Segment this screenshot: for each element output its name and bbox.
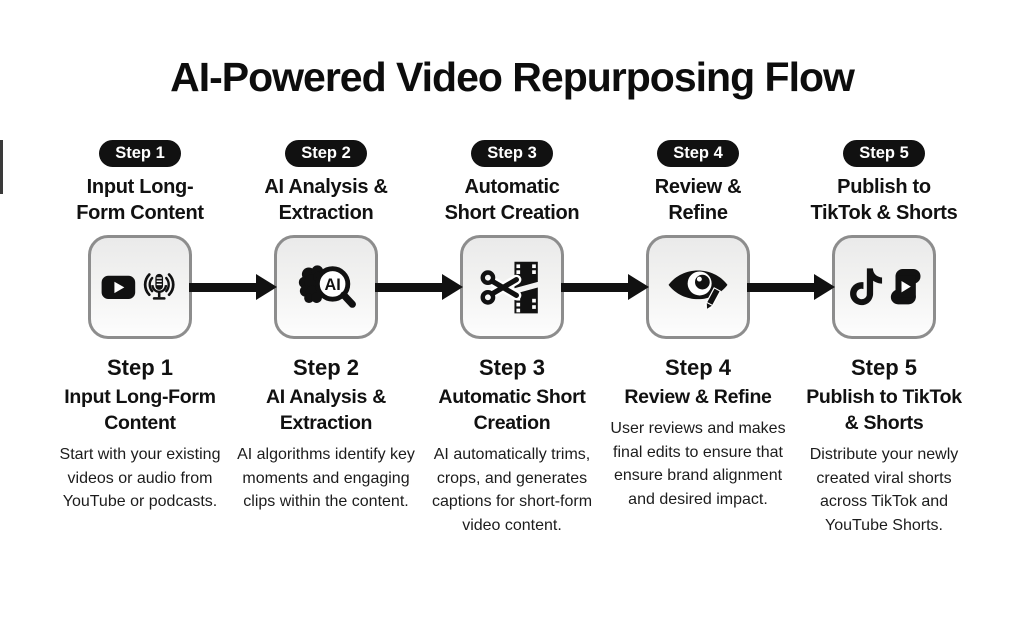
step-1-label: Step 1 — [106, 355, 174, 380]
step-column-3: Step 3 Automatic Short Creation — [419, 140, 605, 537]
step-5-icon-box — [832, 235, 936, 339]
page-title: AI-Powered Video Repurposing Flow — [170, 54, 855, 100]
svg-text:AI: AI — [324, 275, 340, 293]
step-4-top-heading: Review & Refine — [654, 176, 742, 224]
flow-arrow-4-icon — [747, 274, 835, 300]
step-1-description: Start with your existing videos or audio… — [59, 446, 221, 510]
step-3-badge: Step 3 — [471, 140, 553, 167]
youtube-podcast-icon — [101, 273, 175, 300]
step-1-top-heading: Input Long- Form Content — [76, 176, 204, 224]
scissors-film-icon — [480, 261, 538, 313]
step-3-top-heading: Automatic Short Creation — [444, 176, 580, 224]
eye-pencil-icon — [668, 270, 728, 310]
step-5-description: Distribute your newly created viral shor… — [809, 446, 959, 534]
tiktok-shorts-icon — [850, 268, 921, 306]
step-5-bottom-heading: Publish to TikTok & Shorts — [806, 386, 962, 434]
step-4-bottom-heading: Review & Refine — [624, 386, 772, 408]
step-1-icon-box — [88, 235, 192, 339]
flow-arrow-1-icon — [189, 274, 277, 300]
step-2-bottom-heading: AI Analysis & Extraction — [265, 386, 386, 434]
step-4-badge: Step 4 — [657, 140, 739, 167]
step-3-label: Step 3 — [478, 355, 546, 380]
step-2-icon-box: AI — [274, 235, 378, 339]
step-5-badge: Step 5 — [843, 140, 925, 167]
step-column-4: Step 4 Review & Refine Step 4 Review & R… — [605, 140, 791, 537]
step-2-label: Step 2 — [292, 355, 360, 380]
step-1-badge: Step 1 — [99, 140, 181, 167]
flow-arrow-2-icon — [375, 274, 463, 300]
step-column-1: Step 1 Input Long- Form Content S — [47, 140, 233, 537]
step-2-description: AI algorithms identify key moments and e… — [237, 446, 415, 510]
step-4-label: Step 4 — [664, 355, 732, 380]
step-4-icon-box — [646, 235, 750, 339]
flow-arrow-3-icon — [561, 274, 649, 300]
step-3-description: AI automatically trims, crops, and gener… — [431, 446, 593, 534]
step-4-description: User reviews and makes final edits to en… — [610, 420, 786, 508]
flow-diagram: Step 1 Input Long- Form Content S — [47, 140, 977, 537]
step-3-icon-box — [460, 235, 564, 339]
step-column-2: Step 2 AI Analysis & Extraction AI Step … — [233, 140, 419, 537]
step-5-top-heading: Publish to TikTok & Shorts — [810, 176, 958, 224]
step-2-badge: Step 2 — [285, 140, 367, 167]
ai-analysis-icon: AI — [298, 264, 356, 308]
scan-edge-artifact — [0, 140, 3, 194]
step-3-bottom-heading: Automatic Short Creation — [438, 386, 586, 434]
step-2-top-heading: AI Analysis & Extraction — [264, 176, 388, 224]
step-1-bottom-heading: Input Long-Form Content — [64, 386, 216, 434]
step-5-label: Step 5 — [850, 355, 918, 380]
step-column-5: Step 5 Publish to TikTok & Shorts Step 5… — [791, 140, 977, 537]
